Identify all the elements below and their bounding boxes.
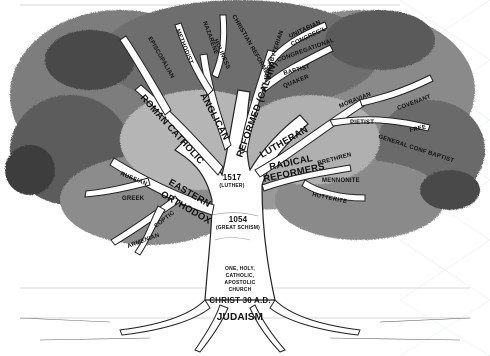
label-church-1: ONE, HOLY,: [225, 266, 255, 272]
label-1517: 1517: [223, 173, 242, 182]
ground: [19, 317, 471, 341]
label-luther: (LUTHER): [219, 183, 244, 189]
label-christ: CHRIST 30 A.D.: [209, 296, 271, 305]
label-great-schism: (GREAT SCHISM): [216, 225, 260, 231]
label-mennonite: MENNONITE: [322, 178, 360, 184]
label-church-2: CATHOLIC,: [226, 273, 255, 279]
label-1054: 1054: [229, 215, 248, 224]
trunk: [174, 89, 309, 301]
label-greek: GREEK: [122, 196, 145, 202]
label-church-3: APOSTOLIC: [225, 280, 256, 286]
branches: [84, 14, 434, 256]
label-pietist: PIETIST: [350, 120, 374, 126]
label-judaism: JUDAISM: [217, 312, 263, 323]
roots: [119, 299, 361, 353]
label-free: FREE: [409, 125, 427, 134]
label-church-4: CHURCH: [229, 287, 252, 293]
